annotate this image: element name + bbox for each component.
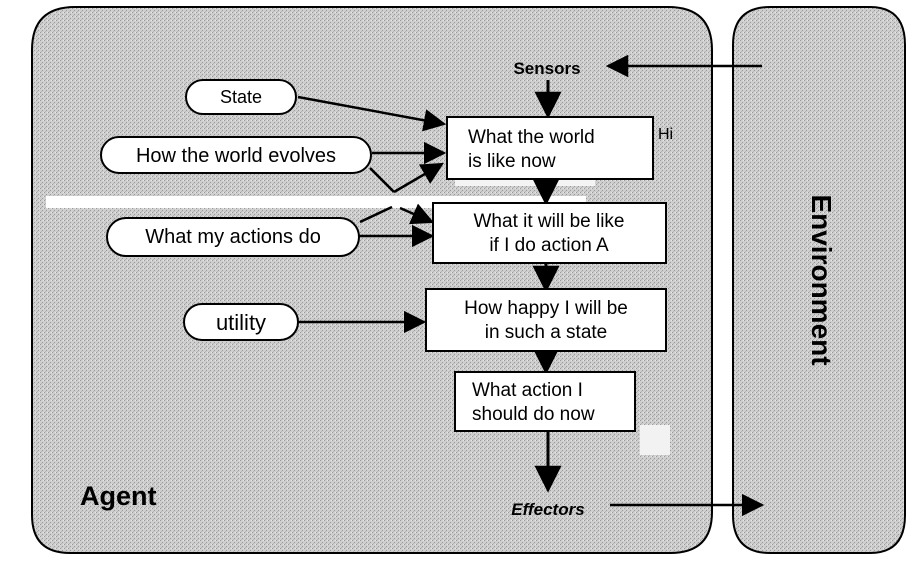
oval-state: State xyxy=(185,79,297,115)
scan-streak xyxy=(455,176,595,186)
arrow-evolves-branch xyxy=(393,162,444,194)
arrow-actions-branch xyxy=(359,205,393,224)
environment-panel xyxy=(732,6,906,554)
effectors-label: Effectors xyxy=(511,500,584,519)
box-how-happy-line2: in such a state xyxy=(485,322,608,343)
box-will-be-like-line2: if I do action A xyxy=(489,235,609,256)
stray-hi-text: Hi xyxy=(658,126,673,143)
arrow-actions-to-will-be-upper xyxy=(399,203,435,225)
agent-label: Agent xyxy=(80,481,157,511)
box-world-now-line1: What the world xyxy=(468,127,595,148)
box-what-action-line2: should do now xyxy=(472,404,595,425)
oval-state-label: State xyxy=(220,87,262,107)
oval-world-evolves: How the world evolves xyxy=(100,136,372,174)
box-what-action: What action I should do now xyxy=(454,371,636,432)
box-world-now-line2: is like now xyxy=(468,151,556,172)
box-will-be-like: What it will be like if I do action A xyxy=(432,202,667,264)
oval-my-actions-label: What my actions do xyxy=(145,226,321,248)
box-what-action-line1: What action I xyxy=(472,380,583,401)
scan-streak xyxy=(640,425,670,455)
box-will-be-like-line1: What it will be like xyxy=(474,211,625,232)
oval-world-evolves-label: How the world evolves xyxy=(136,145,336,167)
box-world-now: What the world is like now xyxy=(446,116,654,180)
sensors-label: Sensors xyxy=(513,59,580,78)
box-how-happy-line1: How happy I will be xyxy=(464,298,628,319)
agent-panel xyxy=(31,6,713,554)
oval-utility-label: utility xyxy=(216,310,266,335)
arrow-state-to-world-now xyxy=(297,95,447,132)
environment-label: Environment xyxy=(806,194,837,365)
arrow-evolves-to-will-be xyxy=(369,167,395,193)
oval-my-actions: What my actions do xyxy=(106,217,360,257)
oval-utility: utility xyxy=(183,303,299,341)
box-how-happy: How happy I will be in such a state xyxy=(425,288,667,352)
